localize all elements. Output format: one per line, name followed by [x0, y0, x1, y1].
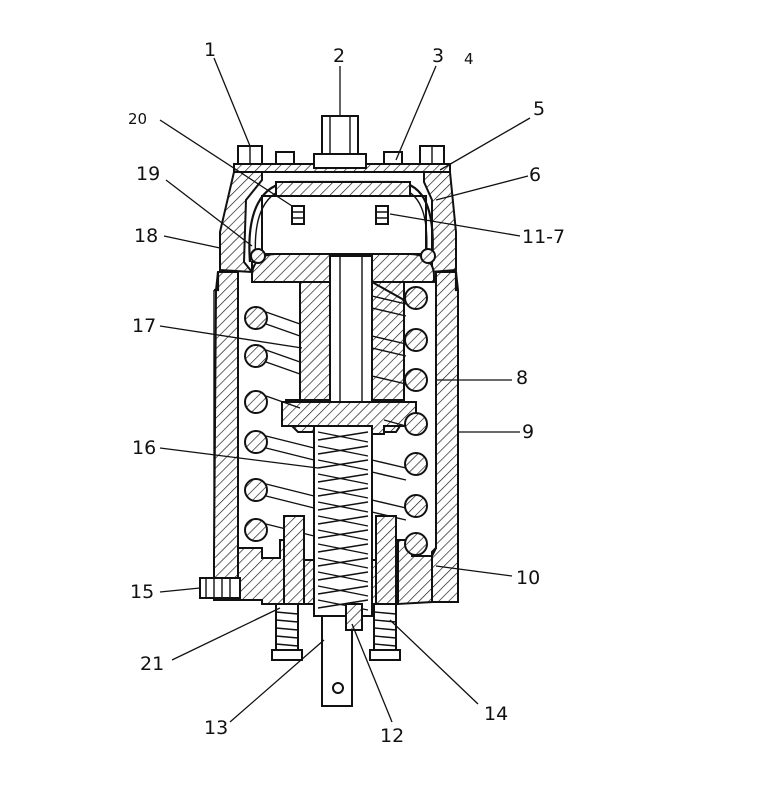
- label-12: 12: [380, 725, 404, 747]
- label-8: 8: [516, 367, 528, 389]
- stem: [329, 255, 373, 405]
- plate-bolt-left: [291, 205, 305, 225]
- stem-assembly: [281, 255, 417, 707]
- main-spring: [244, 286, 428, 556]
- label-13: 13: [204, 717, 228, 739]
- part-labels: 1 2 3 4 5 6 11-7 8 9 10 12 13 14 15 16 1…: [128, 39, 565, 747]
- stud-right: [375, 515, 397, 605]
- label-10: 10: [516, 567, 540, 589]
- leader-lines: [159, 57, 531, 723]
- stud-left: [283, 515, 305, 605]
- label-18: 18: [134, 225, 158, 247]
- label-17: 17: [132, 315, 156, 337]
- housing-right-wall: [431, 271, 459, 603]
- spring-right-coils: [404, 286, 428, 556]
- bonnet-left: [219, 164, 263, 274]
- base-plate-right: [397, 539, 437, 606]
- label-1: 1: [204, 39, 216, 61]
- plate-bolt-right: [375, 205, 389, 225]
- label-6: 6: [529, 164, 541, 186]
- air-inlet-fitting: [321, 115, 359, 155]
- o-ring-left: [250, 248, 266, 264]
- shaft-pin-hole: [332, 682, 344, 694]
- label-9: 9: [522, 421, 534, 443]
- label-19: 19: [136, 163, 160, 185]
- label-11-7: 11-7: [522, 226, 565, 248]
- label-15: 15: [130, 581, 154, 603]
- label-20: 20: [128, 110, 147, 128]
- diaphragm-chamber: [261, 195, 427, 255]
- label-5: 5: [533, 98, 545, 120]
- guide-bushing: [345, 603, 363, 631]
- bottom-hardware: [199, 515, 401, 661]
- inner-return-spring: [317, 431, 369, 611]
- label-14: 14: [484, 703, 508, 725]
- spring-wire-lines: [265, 295, 407, 537]
- label-3: 3: [432, 45, 444, 67]
- top-fittings: [237, 115, 445, 169]
- spring-left-coils: [244, 306, 268, 542]
- label-16: 16: [132, 437, 156, 459]
- label-4: 4: [464, 50, 474, 68]
- o-ring-right: [420, 248, 436, 264]
- label-21: 21: [140, 653, 164, 675]
- diaphragm-plate: [275, 181, 411, 197]
- label-2: 2: [333, 45, 345, 67]
